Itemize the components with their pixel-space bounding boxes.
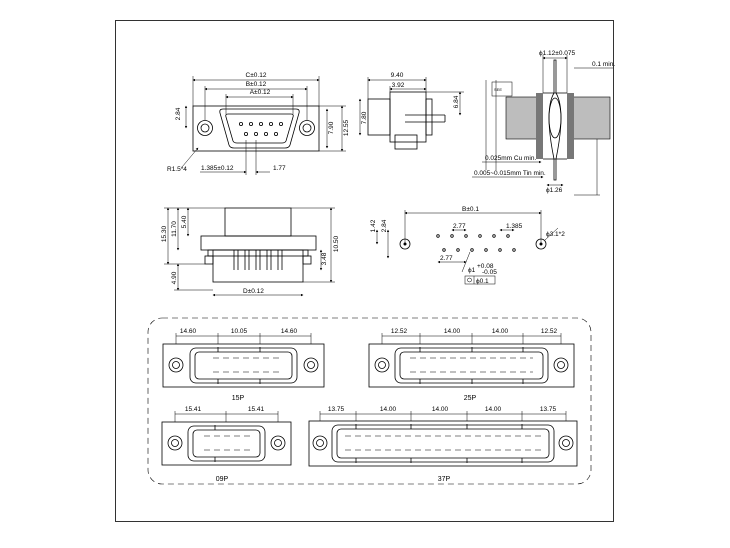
variant-09p: 15.41 15.41 09P — [161, 406, 292, 483]
pcb-hole-dia: ϕ1 — [468, 267, 476, 274]
variant-25p: 12.52 14.00 14.00 12.52 25P — [368, 328, 575, 402]
bottom-view: 15.30 11.70 5.40 4.90 10.50 3.48 D±0.12 — [161, 207, 340, 297]
dim-b: B±0.12 — [246, 81, 267, 88]
pcb-dim-b: B±0.1 — [462, 206, 479, 213]
dim-7-90: 7.90 — [328, 121, 335, 134]
dim-2-84-front: 2.84 — [175, 107, 182, 120]
pcb-tol-lower: -0.05 — [482, 269, 497, 276]
p25-dim-3: 12.52 — [541, 328, 558, 335]
pcb-hole-label: ϕ3.1*2 — [546, 231, 565, 238]
p09-dim-1: 15.41 — [248, 406, 265, 413]
p15-label: 15P — [232, 395, 245, 402]
p15-dim-1: 10.05 — [231, 328, 248, 335]
variant-37p: 13.75 14.00 14.00 14.00 13.75 37P — [308, 406, 578, 483]
p37-label: 37P — [438, 476, 451, 483]
p25-label: 25P — [464, 395, 477, 402]
dim-c: C±0.12 — [246, 72, 267, 79]
p15-dim-2: 14.60 — [281, 328, 298, 335]
dim-5-40: 5.40 — [181, 215, 188, 228]
p37-dim-3: 14.00 — [485, 406, 502, 413]
note-cu: 0.025mm Cu min. — [485, 155, 536, 162]
p25-dim-0: 12.52 — [391, 328, 408, 335]
dim-15-30: 15.30 — [161, 225, 168, 242]
dim-3-92: 3.92 — [392, 82, 405, 89]
p37-dim-0: 13.75 — [328, 406, 345, 413]
radius-label: R1.5*4 — [167, 166, 187, 173]
p09-dim-0: 15.41 — [185, 406, 202, 413]
pcb-dim-1-385: 1.385 — [506, 223, 523, 230]
dim-6-84: 6.84 — [453, 95, 460, 108]
dim-11-70: 11.70 — [171, 221, 178, 237]
dim-d: D±0.12 — [243, 288, 264, 295]
p37-dim-4: 13.75 — [540, 406, 557, 413]
drawing-border — [115, 20, 614, 522]
pcb-layout: B±0.1 ϕ3.1*2 2.77 1.385 2.77 1.42 — [370, 206, 565, 285]
dim-1-77: 1.77 — [273, 165, 286, 172]
p25-dim-2: 14.00 — [492, 328, 509, 335]
dim-3-48: 3.48 — [321, 252, 328, 265]
section-dim-min: 0.1 min. — [592, 61, 615, 68]
p09-label: 09P — [216, 476, 229, 483]
dim-10-50: 10.50 — [333, 235, 340, 252]
section-view: ϕ1.12±0.075 0.1 min. SEE 0.025mm Cu min.… — [472, 50, 615, 196]
note-tin: 0.005~0.015mm Tin min. — [474, 170, 546, 177]
pcb-dim-2-84: 2.84 — [381, 219, 388, 232]
dim-12-55: 12.55 — [343, 119, 350, 136]
dim-a: A±0.12 — [250, 89, 271, 96]
variant-15p: 14.60 10.05 14.60 15P — [162, 328, 325, 402]
section-dim-bottom: ϕ1.26 — [546, 187, 563, 194]
svg-text:SEE: SEE — [494, 87, 502, 92]
dim-7-80: 7.80 — [361, 111, 368, 124]
p37-dim-1: 14.00 — [380, 406, 397, 413]
p37-dim-2: 14.00 — [432, 406, 449, 413]
pcb-tol-frame: ϕ0.1 — [476, 278, 489, 285]
pcb-tol-upper: +0.08 — [477, 263, 494, 270]
side-view: 9.40 3.92 6.84 7.80 — [358, 72, 464, 150]
section-dim-top: ϕ1.12±0.075 — [539, 50, 576, 57]
pcb-dim-2-77: 2.77 — [453, 223, 466, 230]
p25-dim-1: 14.00 — [444, 328, 461, 335]
front-view: C±0.12 B±0.12 A±0.12 2.84 7.90 12.55 R1.… — [167, 72, 350, 175]
dim-9-40: 9.40 — [391, 72, 404, 79]
dim-4-90: 4.90 — [171, 271, 178, 284]
p15-dim-0: 14.60 — [180, 328, 197, 335]
pcb-dim-2-77b: 2.77 — [440, 255, 453, 262]
variants-dashed-frame — [147, 317, 592, 485]
pcb-dim-1-42: 1.42 — [370, 219, 377, 232]
dim-1-385: 1.385±0.12 — [201, 165, 234, 172]
